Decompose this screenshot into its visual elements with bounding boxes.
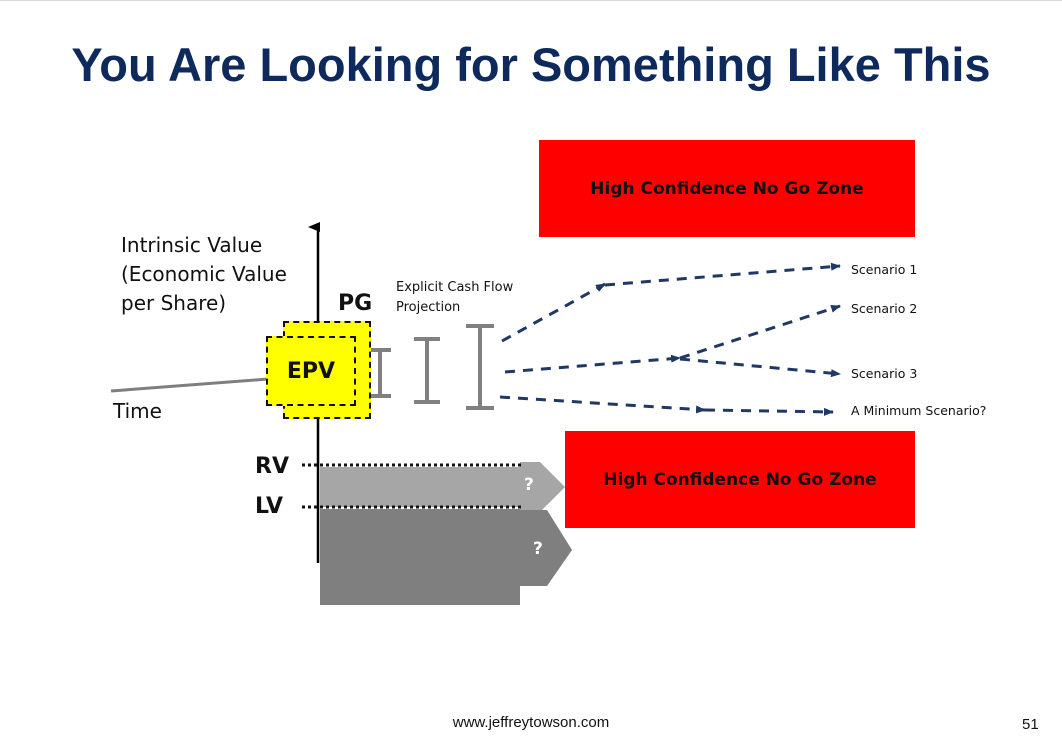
scenario-2-path xyxy=(679,304,841,360)
time-label: Time xyxy=(113,399,162,423)
lv-label: LV xyxy=(255,494,284,519)
page-number: 51 xyxy=(1022,716,1039,733)
minimum-scenario-label: A Minimum Scenario? xyxy=(851,403,987,418)
projection-label-line-1: Explicit Cash Flow xyxy=(396,280,514,295)
epv-label: EPV xyxy=(286,358,336,384)
intrinsic-value-line-1: Intrinsic Value xyxy=(121,233,263,257)
intrinsic-value-line-2: (Economic Value xyxy=(121,262,287,286)
scenario-3-path-b xyxy=(679,357,841,378)
scenario-1-path-a xyxy=(501,282,606,343)
light-gray-arrow-head xyxy=(520,462,565,512)
scenario-1-path-b xyxy=(604,262,841,287)
range-bar-3 xyxy=(466,324,494,410)
scenario-2-label: Scenario 2 xyxy=(851,301,918,316)
minimum-scenario-path-b xyxy=(704,407,834,416)
bottom-no-go-zone-label: High Confidence No Go Zone xyxy=(603,469,877,490)
minimum-scenario-path-a xyxy=(499,395,706,414)
liquidation-value-band xyxy=(320,509,520,605)
scenario-3-path-a xyxy=(504,354,681,374)
dark-gray-arrow-head xyxy=(520,510,572,586)
question-mark-lower: ? xyxy=(533,539,543,559)
time-axis xyxy=(110,377,269,393)
reproduction-value-band xyxy=(320,467,520,507)
intrinsic-value-line-3: per Share) xyxy=(121,291,227,315)
range-bar-1 xyxy=(369,348,391,398)
pg-label: PG xyxy=(338,291,373,316)
bottom-no-go-zone: High Confidence No Go Zone xyxy=(565,431,915,528)
rv-label: RV xyxy=(255,454,289,479)
slide-title: You Are Looking for Something Like This xyxy=(71,38,991,91)
scenario-1-label: Scenario 1 xyxy=(851,262,918,277)
projection-label: Explicit Cash Flow Projection xyxy=(396,278,513,318)
range-bar-2 xyxy=(414,337,440,404)
top-no-go-zone: High Confidence No Go Zone xyxy=(539,140,915,237)
footer-url: www.jeffreytowson.com xyxy=(452,714,610,731)
epv-box: EPV xyxy=(266,336,356,406)
intrinsic-value-label: Intrinsic Value (Economic Value per Shar… xyxy=(121,231,287,318)
question-mark-upper: ? xyxy=(524,475,534,495)
top-no-go-zone-label: High Confidence No Go Zone xyxy=(590,178,864,199)
scenario-3-label: Scenario 3 xyxy=(851,366,918,381)
projection-label-line-2: Projection xyxy=(396,300,461,315)
